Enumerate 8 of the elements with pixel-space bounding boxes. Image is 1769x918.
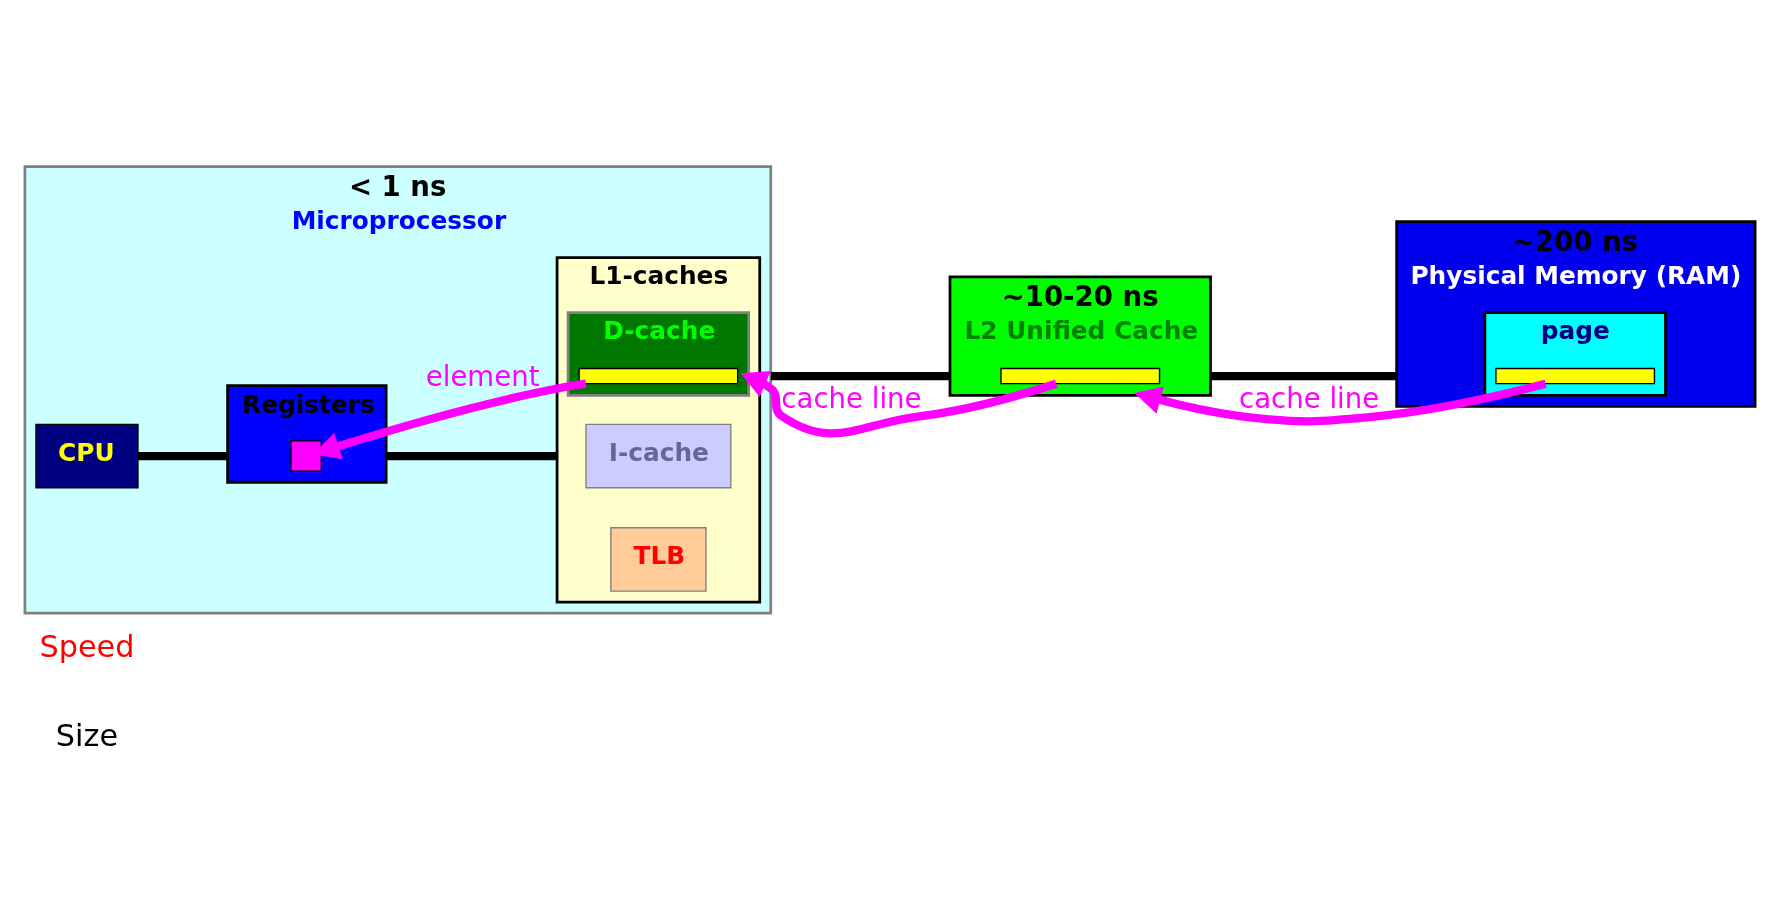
node-label: ~200 ns: [1511, 224, 1639, 258]
edge-label: cache line: [1239, 381, 1380, 415]
node-label: ~10-20 ns: [1001, 279, 1159, 313]
edge-label: cache line: [781, 381, 922, 415]
edge-label: element: [425, 359, 540, 393]
label: Size: [55, 717, 119, 753]
label: Speed: [39, 628, 135, 664]
node-label: < 1 ns: [348, 168, 447, 202]
